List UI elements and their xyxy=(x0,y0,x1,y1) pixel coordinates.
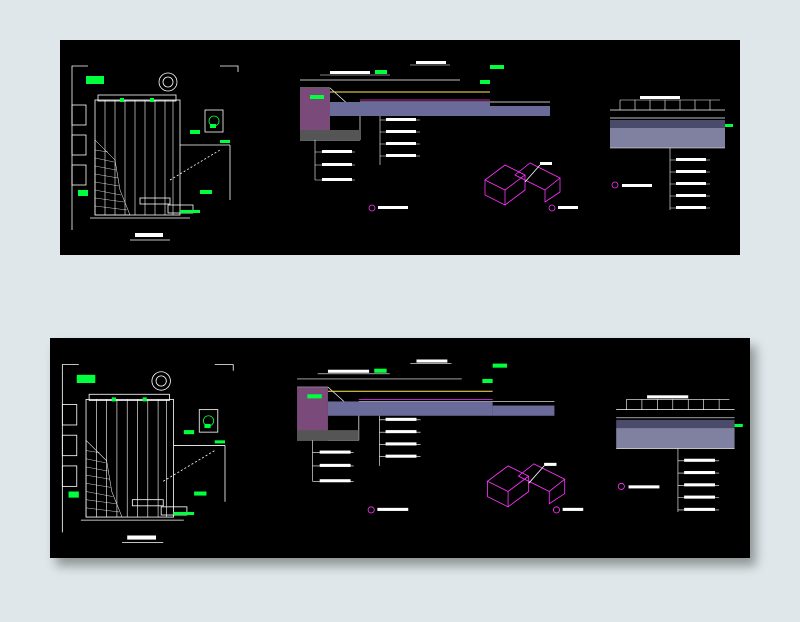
circle-number-icon xyxy=(611,181,619,189)
rock-icon xyxy=(151,371,171,391)
circle-number-icon xyxy=(368,204,376,212)
section-1-view xyxy=(297,359,555,514)
circle-number-icon xyxy=(367,506,375,514)
shrub-icon xyxy=(204,109,224,133)
plan-annotations xyxy=(68,374,225,516)
detail-block-view xyxy=(486,462,584,514)
circle-number-icon xyxy=(617,482,625,490)
plan-view xyxy=(61,364,234,544)
cad-drawing-panel-top xyxy=(60,40,740,255)
section-2-view xyxy=(616,395,743,512)
plan-annotations xyxy=(78,76,230,213)
rock-icon xyxy=(158,72,178,92)
shrub-icon xyxy=(198,409,219,433)
section-1-view xyxy=(300,61,550,212)
circle-number-icon xyxy=(552,506,560,514)
circle-number-icon xyxy=(548,204,556,212)
cad-drawing-panel-bottom xyxy=(50,338,750,558)
detail-block-view xyxy=(484,162,578,212)
section-2-view xyxy=(610,96,733,210)
cad-drawing-sheet xyxy=(71,61,733,241)
plan-view xyxy=(71,65,239,241)
cad-drawing-sheet xyxy=(61,359,743,544)
